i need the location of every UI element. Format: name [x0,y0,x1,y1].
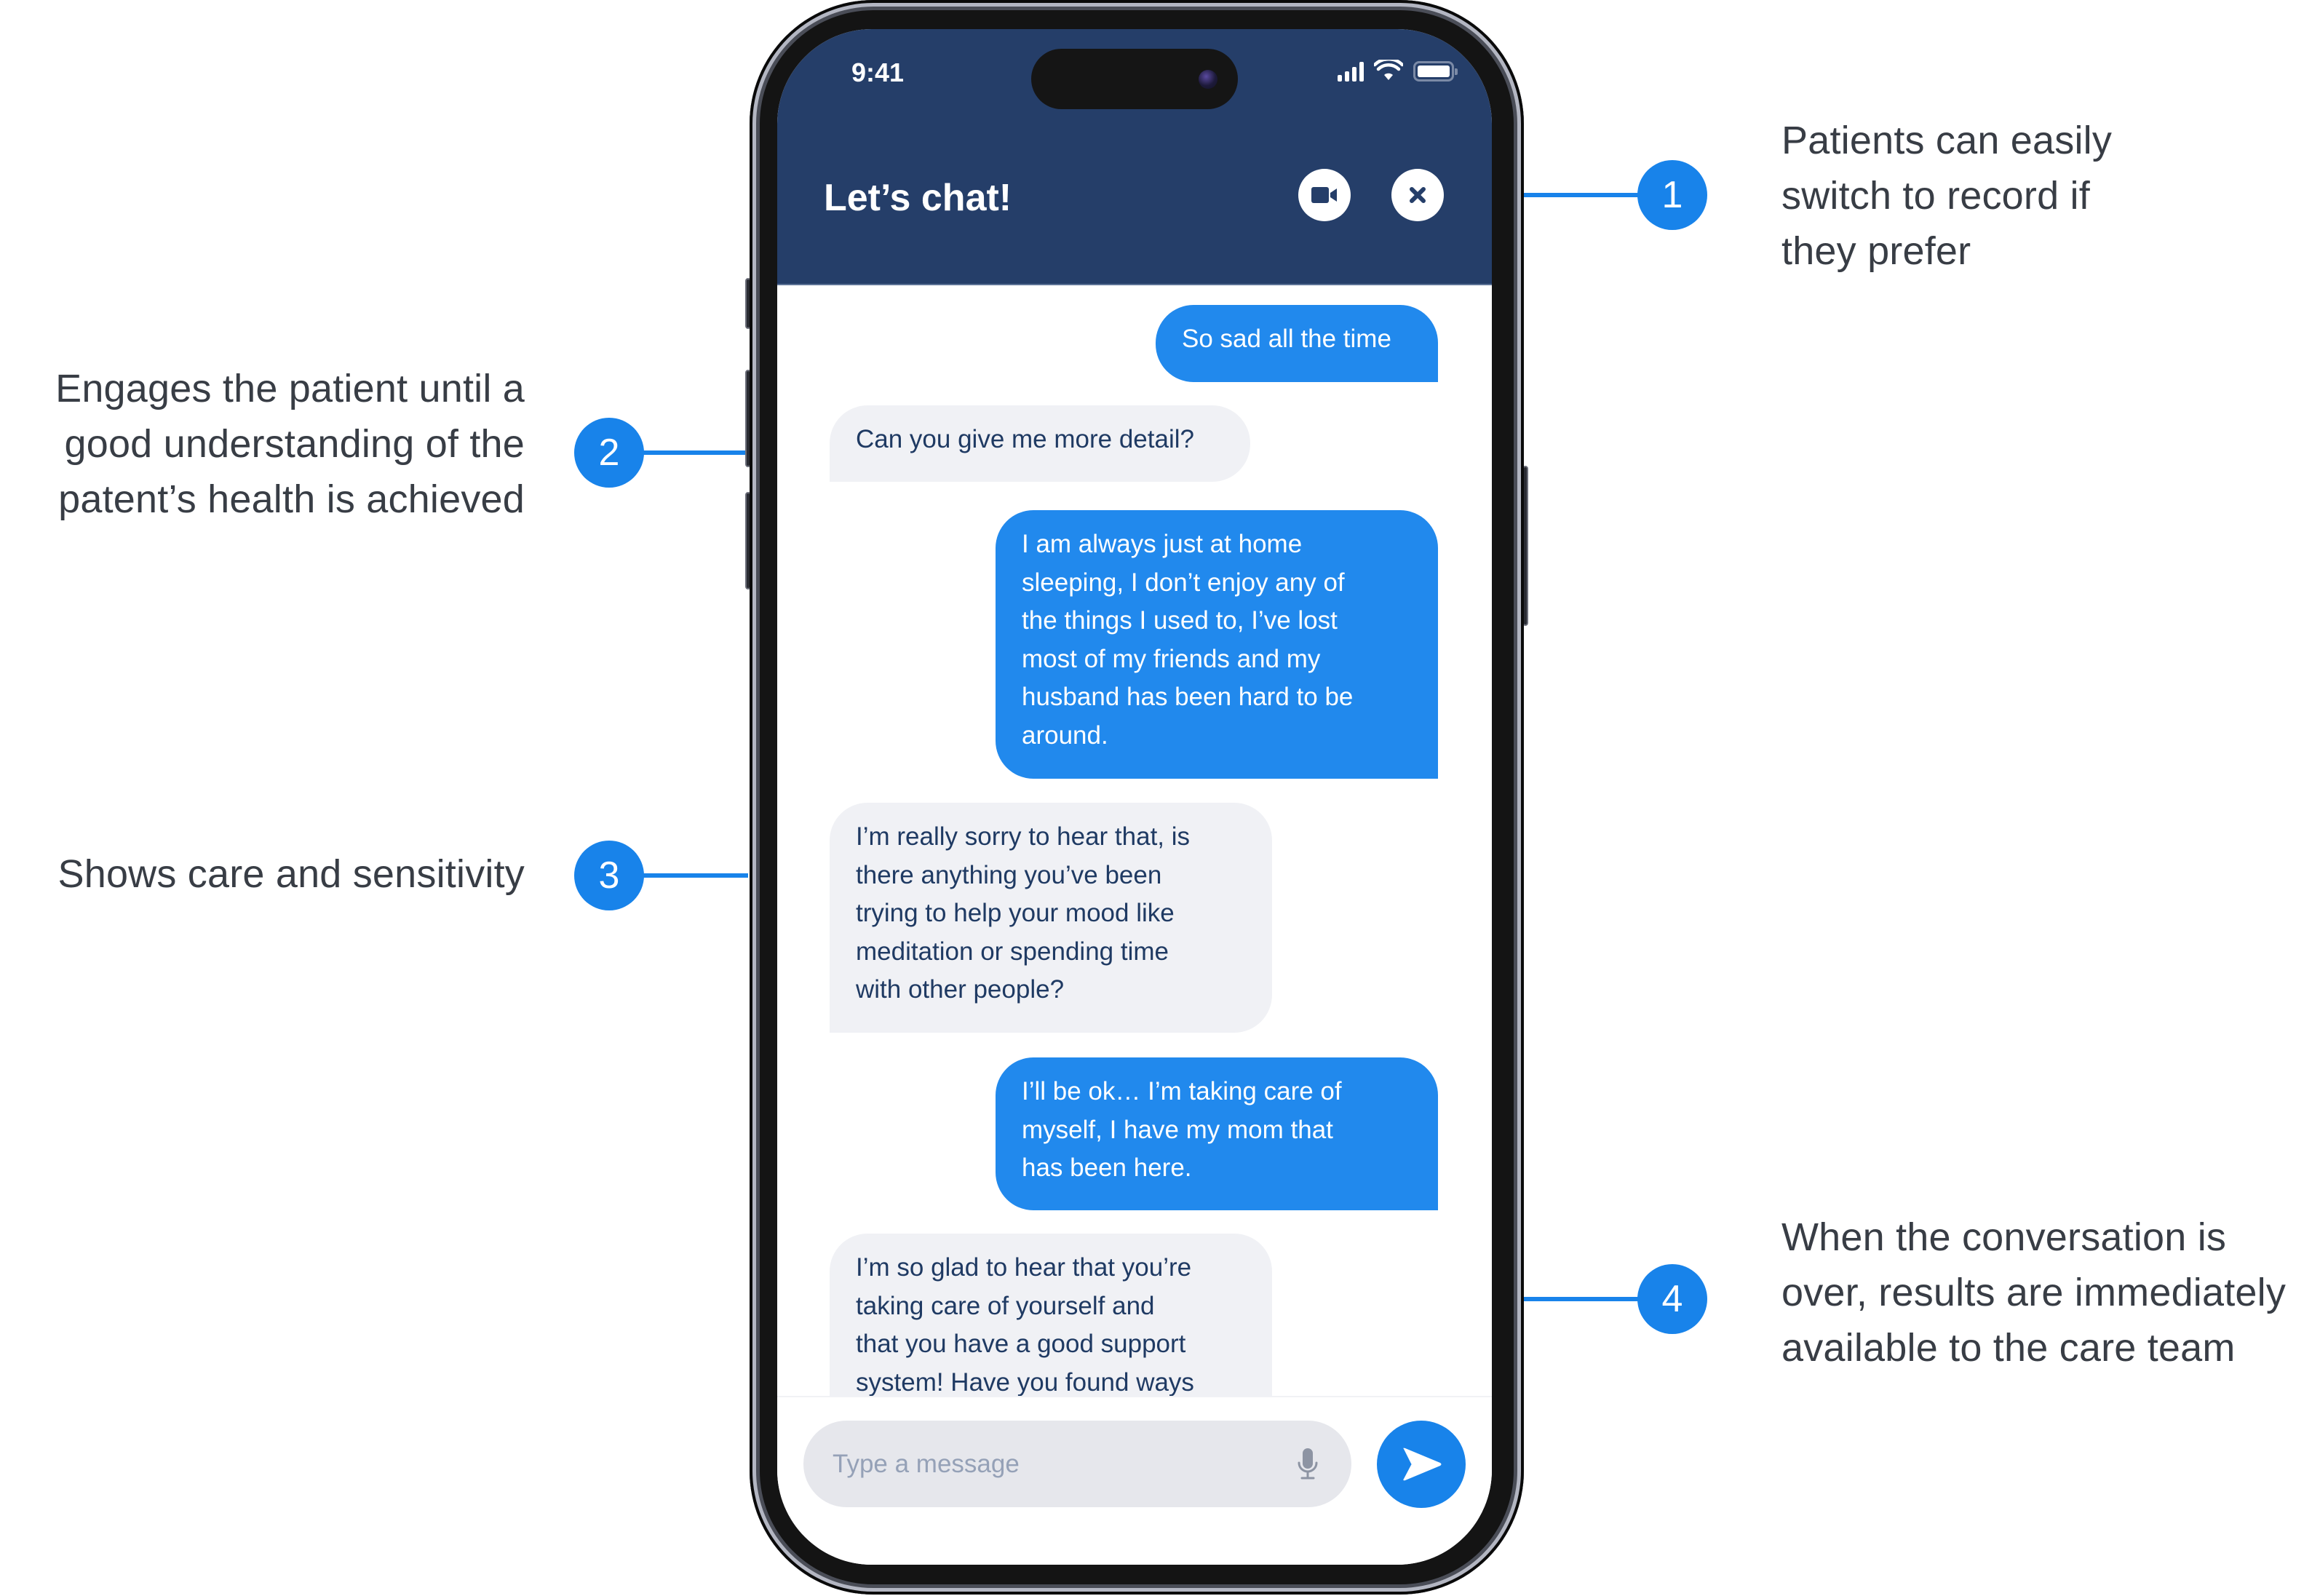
message-text: Can you give me more detail? [856,425,1194,453]
message-input-placeholder: Type a message [833,1449,1020,1478]
send-arrow-icon [1403,1448,1442,1481]
video-record-button[interactable] [1298,169,1351,221]
video-camera-icon [1311,187,1337,203]
annotation-text-4: When the conversation is over, results a… [1781,1215,2287,1370]
annotation-badge-3: 3 [574,841,644,910]
close-button[interactable] [1391,169,1444,221]
connector-line-4 [1523,1297,1640,1301]
front-camera-icon [1199,70,1217,89]
connector-line-1 [1523,193,1640,197]
message-text: So sad all the time [1182,325,1391,353]
microphone-button[interactable] [1293,1446,1322,1482]
annotation-text-1: Patients can easily switch to record if … [1781,119,2113,273]
close-x-icon [1410,187,1426,203]
message-bot: Can you give me more detail? [830,405,1250,482]
battery-icon [1413,61,1458,82]
composer-divider [777,1396,1492,1397]
dynamic-island [1031,49,1238,109]
phone-screen: 9:41 Let’s chat! [777,29,1492,1565]
status-icons [1338,60,1458,82]
message-bot: I’m really sorry to hear that, is there … [830,803,1272,1033]
message-text: I’m really sorry to hear that, is there … [856,822,1191,1004]
message-text: I am always just at home sleeping, I don… [1022,530,1354,750]
message-patient: I am always just at home sleeping, I don… [996,510,1438,779]
message-patient: I’ll be ok… I’m taking care of myself, I… [996,1057,1438,1210]
message-text: I’ll be ok… I’m taking care of myself, I… [1022,1077,1342,1182]
annotation-badge-1: 1 [1637,160,1707,230]
message-text: I’m so glad to hear that you’re taking c… [856,1253,1194,1397]
wifi-icon [1374,60,1403,80]
cellular-signal-icon [1338,61,1364,82]
annotation-badge-4: 4 [1637,1264,1707,1334]
send-button[interactable] [1377,1421,1466,1508]
connector-line-2 [640,450,748,455]
microphone-icon [1298,1448,1318,1479]
chat-header: 9:41 Let’s chat! [777,29,1492,285]
connector-line-3 [640,873,748,878]
message-input[interactable]: Type a message [803,1421,1351,1507]
status-time: 9:41 [851,57,905,87]
chat-title: Let’s chat! [824,177,1012,219]
message-patient: So sad all the time [1156,305,1438,382]
annotation-text-3: Shows care and sensitivity [57,852,525,896]
annotation-badge-2: 2 [574,418,644,488]
annotation-text-2: Engages the patient until a good underst… [55,367,525,521]
